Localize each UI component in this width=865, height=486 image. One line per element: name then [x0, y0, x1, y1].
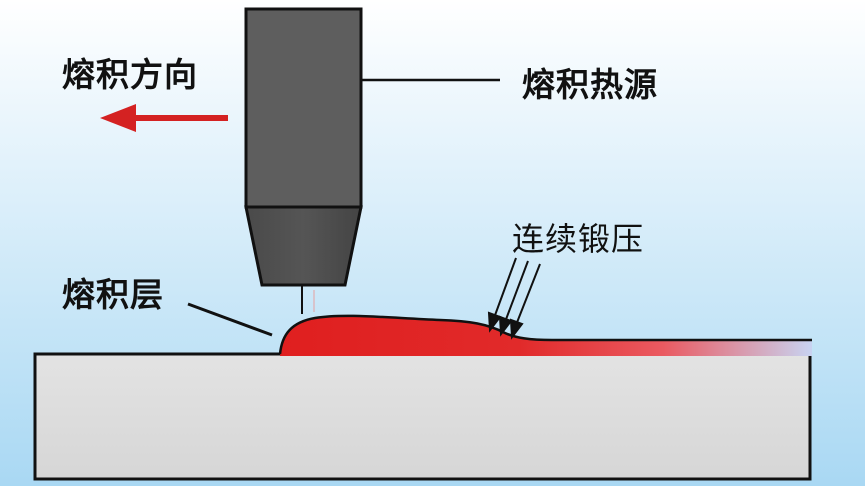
- deposited-layer-outline: [278, 314, 812, 355]
- forging-arrow-3-head: [509, 318, 524, 340]
- deposited-layer-bead: [280, 315, 812, 356]
- continuous-forging-label: 连续锻压: [512, 220, 645, 258]
- deposited-layer-label: 熔积层: [62, 275, 164, 314]
- deposition-direction-label: 熔积方向: [62, 55, 198, 94]
- forging-arrow-2-head: [498, 315, 513, 337]
- direction-arrow-head: [100, 104, 136, 132]
- deposited-layer-leader-line: [187, 302, 273, 337]
- forging-arrow-2-shaft: [504, 260, 529, 323]
- forging-arrows: [487, 257, 541, 340]
- forging-arrow-3-shaft: [515, 263, 541, 326]
- substrate-plate: [33, 352, 812, 481]
- forging-arrow-1-shaft: [493, 257, 517, 319]
- deposition-heat-source-label: 熔积热源: [522, 65, 658, 104]
- heat-source-body: [244, 7, 363, 209]
- forging-arrow-1-head: [487, 311, 502, 333]
- heat-source-nozzle: [244, 205, 363, 287]
